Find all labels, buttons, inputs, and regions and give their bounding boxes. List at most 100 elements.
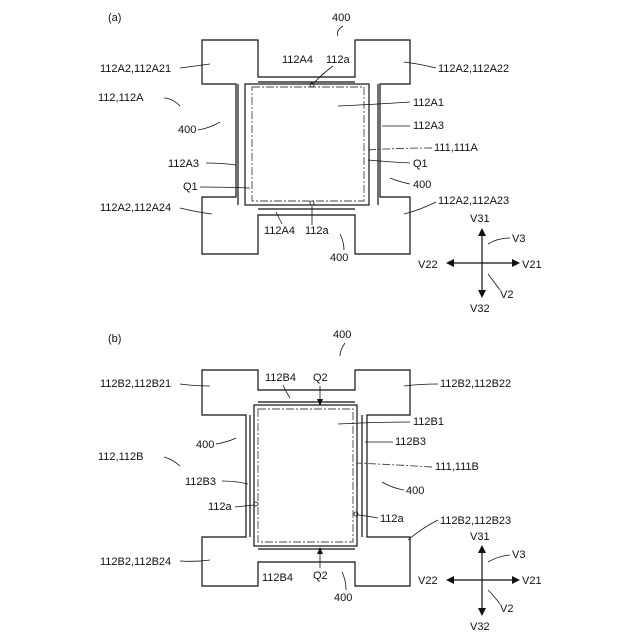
axis-a-down-diag: V2 — [500, 289, 513, 301]
arrow-b-left — [446, 576, 454, 584]
leader-b-part-main — [164, 457, 180, 466]
arrow-a-down — [478, 290, 486, 298]
leader-b-down-diag — [488, 590, 500, 604]
leader-b-corner-br — [408, 520, 438, 540]
panel-b: (b) 400 112B4 Q2 112B2,112B21 112B2,112B… — [98, 329, 542, 633]
label-a-q-left: Q1 — [183, 181, 198, 193]
leader-a-corner-tr — [404, 62, 436, 68]
axis-b-down-diag: V2 — [500, 603, 513, 615]
panel-a-tag: (a) — [108, 12, 121, 24]
leader-a-edge-top — [314, 66, 333, 83]
leader-a-up-diag — [488, 238, 510, 244]
label-b-corner-tl: 112B2,112B21 — [100, 378, 171, 390]
label-a-corner-bl: 112A2,112A24 — [100, 202, 171, 214]
label-a-edge-bottom: 112a — [305, 225, 330, 237]
axes-b: V31 V3 V22 V21 V2 V32 — [418, 531, 542, 633]
leader-b-body — [338, 422, 410, 424]
label-a-corner-tl: 112A2,112A21 — [100, 63, 171, 75]
label-a-body: 112A1 — [413, 97, 444, 109]
label-b-400-left: 400 — [196, 439, 214, 451]
label-a-corner-br: 112A2,112A23 — [438, 195, 509, 207]
leader-a-400-right — [390, 178, 410, 184]
label-a-edge-top: 112a — [326, 54, 351, 66]
leader-a-q-left — [200, 187, 250, 188]
label-a-corner-tr: 112A2,112A22 — [438, 63, 509, 75]
arrow-b-down — [478, 608, 486, 616]
axis-a-up-diag: V3 — [512, 233, 525, 245]
leader-b-400-right — [382, 482, 404, 490]
leader-a-corner-bl — [180, 208, 212, 214]
axis-b-up-diag: V3 — [512, 549, 525, 561]
axis-a-left: V22 — [418, 259, 438, 271]
label-a-side-left: 112A3 — [168, 158, 199, 170]
leader-b-notch-top — [283, 385, 290, 398]
leader-a-body — [338, 102, 410, 106]
label-b-corner-bl: 112B2,112B24 — [100, 556, 171, 568]
frame-a-outline — [202, 40, 410, 254]
leader-b-corner-bl — [180, 560, 210, 561]
label-b-corner-br: 112B2,112B23 — [440, 515, 511, 527]
leader-b-400-left — [216, 438, 236, 444]
leader-a-400-bottom — [340, 234, 344, 250]
leader-b-up-diag — [488, 555, 510, 562]
label-a-400-bottom: 400 — [330, 252, 348, 264]
leader-a-corner-tl — [180, 64, 210, 68]
axis-b-up: V31 — [470, 531, 490, 543]
label-a-400-left: 400 — [178, 124, 196, 136]
label-a-notch-top: 112A4 — [282, 54, 313, 66]
leader-a-q-right — [368, 160, 410, 163]
leader-a-part-main — [164, 98, 180, 106]
arrow-b-right — [512, 576, 520, 584]
label-b-400-right: 400 — [406, 485, 424, 497]
leader-b-edge-right — [358, 515, 378, 518]
body-a — [245, 84, 369, 205]
label-b-q-bottom: Q2 — [313, 570, 328, 582]
leader-a-corner-br — [404, 202, 436, 214]
axis-a-down: V32 — [470, 303, 490, 315]
axis-a-up: V31 — [470, 213, 490, 225]
label-b-q-top: Q2 — [313, 372, 328, 384]
leader-a-400-top — [338, 26, 343, 36]
arrow-b-q-bottom — [317, 547, 323, 554]
arrow-b-up — [478, 545, 486, 553]
label-a-side-right: 112A3 — [413, 120, 444, 132]
leader-b-400-top — [340, 343, 345, 356]
label-a-region: 111,111A — [434, 142, 478, 154]
label-b-edge-left: 112a — [208, 501, 233, 513]
panel-b-tag: (b) — [108, 333, 121, 345]
label-b-side-left: 112B3 — [185, 476, 216, 488]
leader-a-down-diag — [488, 274, 500, 290]
label-b-side-right: 112B3 — [395, 436, 426, 448]
label-a-notch-bottom: 112A4 — [264, 225, 295, 237]
label-b-400-top: 400 — [333, 329, 351, 341]
label-b-body: 112B1 — [413, 416, 444, 428]
label-b-notch-bottom: 112B4 — [262, 572, 293, 584]
label-b-400-bottom: 400 — [334, 592, 352, 604]
axis-b-left: V22 — [418, 575, 438, 587]
label-b-notch-top: 112B4 — [265, 372, 296, 384]
axes-a: V31 V3 V22 V21 V2 V32 — [418, 213, 542, 315]
label-a-part-main: 112,112A — [98, 92, 144, 104]
body-b — [254, 405, 357, 546]
label-a-q-right: Q1 — [413, 158, 428, 170]
label-b-region: 111,111B — [435, 461, 479, 473]
leader-a-region — [366, 148, 432, 150]
arrow-a-right — [512, 259, 520, 267]
arrow-a-up — [478, 228, 486, 236]
leader-a-400-left — [198, 122, 220, 130]
axis-b-right: V21 — [522, 575, 542, 587]
axis-b-down: V32 — [470, 621, 490, 633]
leader-b-400-bottom — [342, 572, 346, 590]
leader-a-notch-bottom — [276, 212, 282, 224]
panel-a: (a) 400 112A4 112a 112A2,112A21 112A2,11… — [98, 12, 542, 315]
leader-b-edge-left — [235, 505, 254, 507]
label-a-400-right: 400 — [413, 179, 431, 191]
edge-b-left-mark — [254, 502, 258, 506]
label-b-edge-right: 112a — [380, 513, 405, 525]
edge-a-bottom-mark — [310, 201, 314, 205]
label-b-part-main: 112,112B — [98, 451, 143, 463]
label-b-corner-tr: 112B2,112B22 — [440, 378, 511, 390]
leader-a-side-left — [206, 163, 236, 165]
axis-a-right: V21 — [522, 259, 542, 271]
